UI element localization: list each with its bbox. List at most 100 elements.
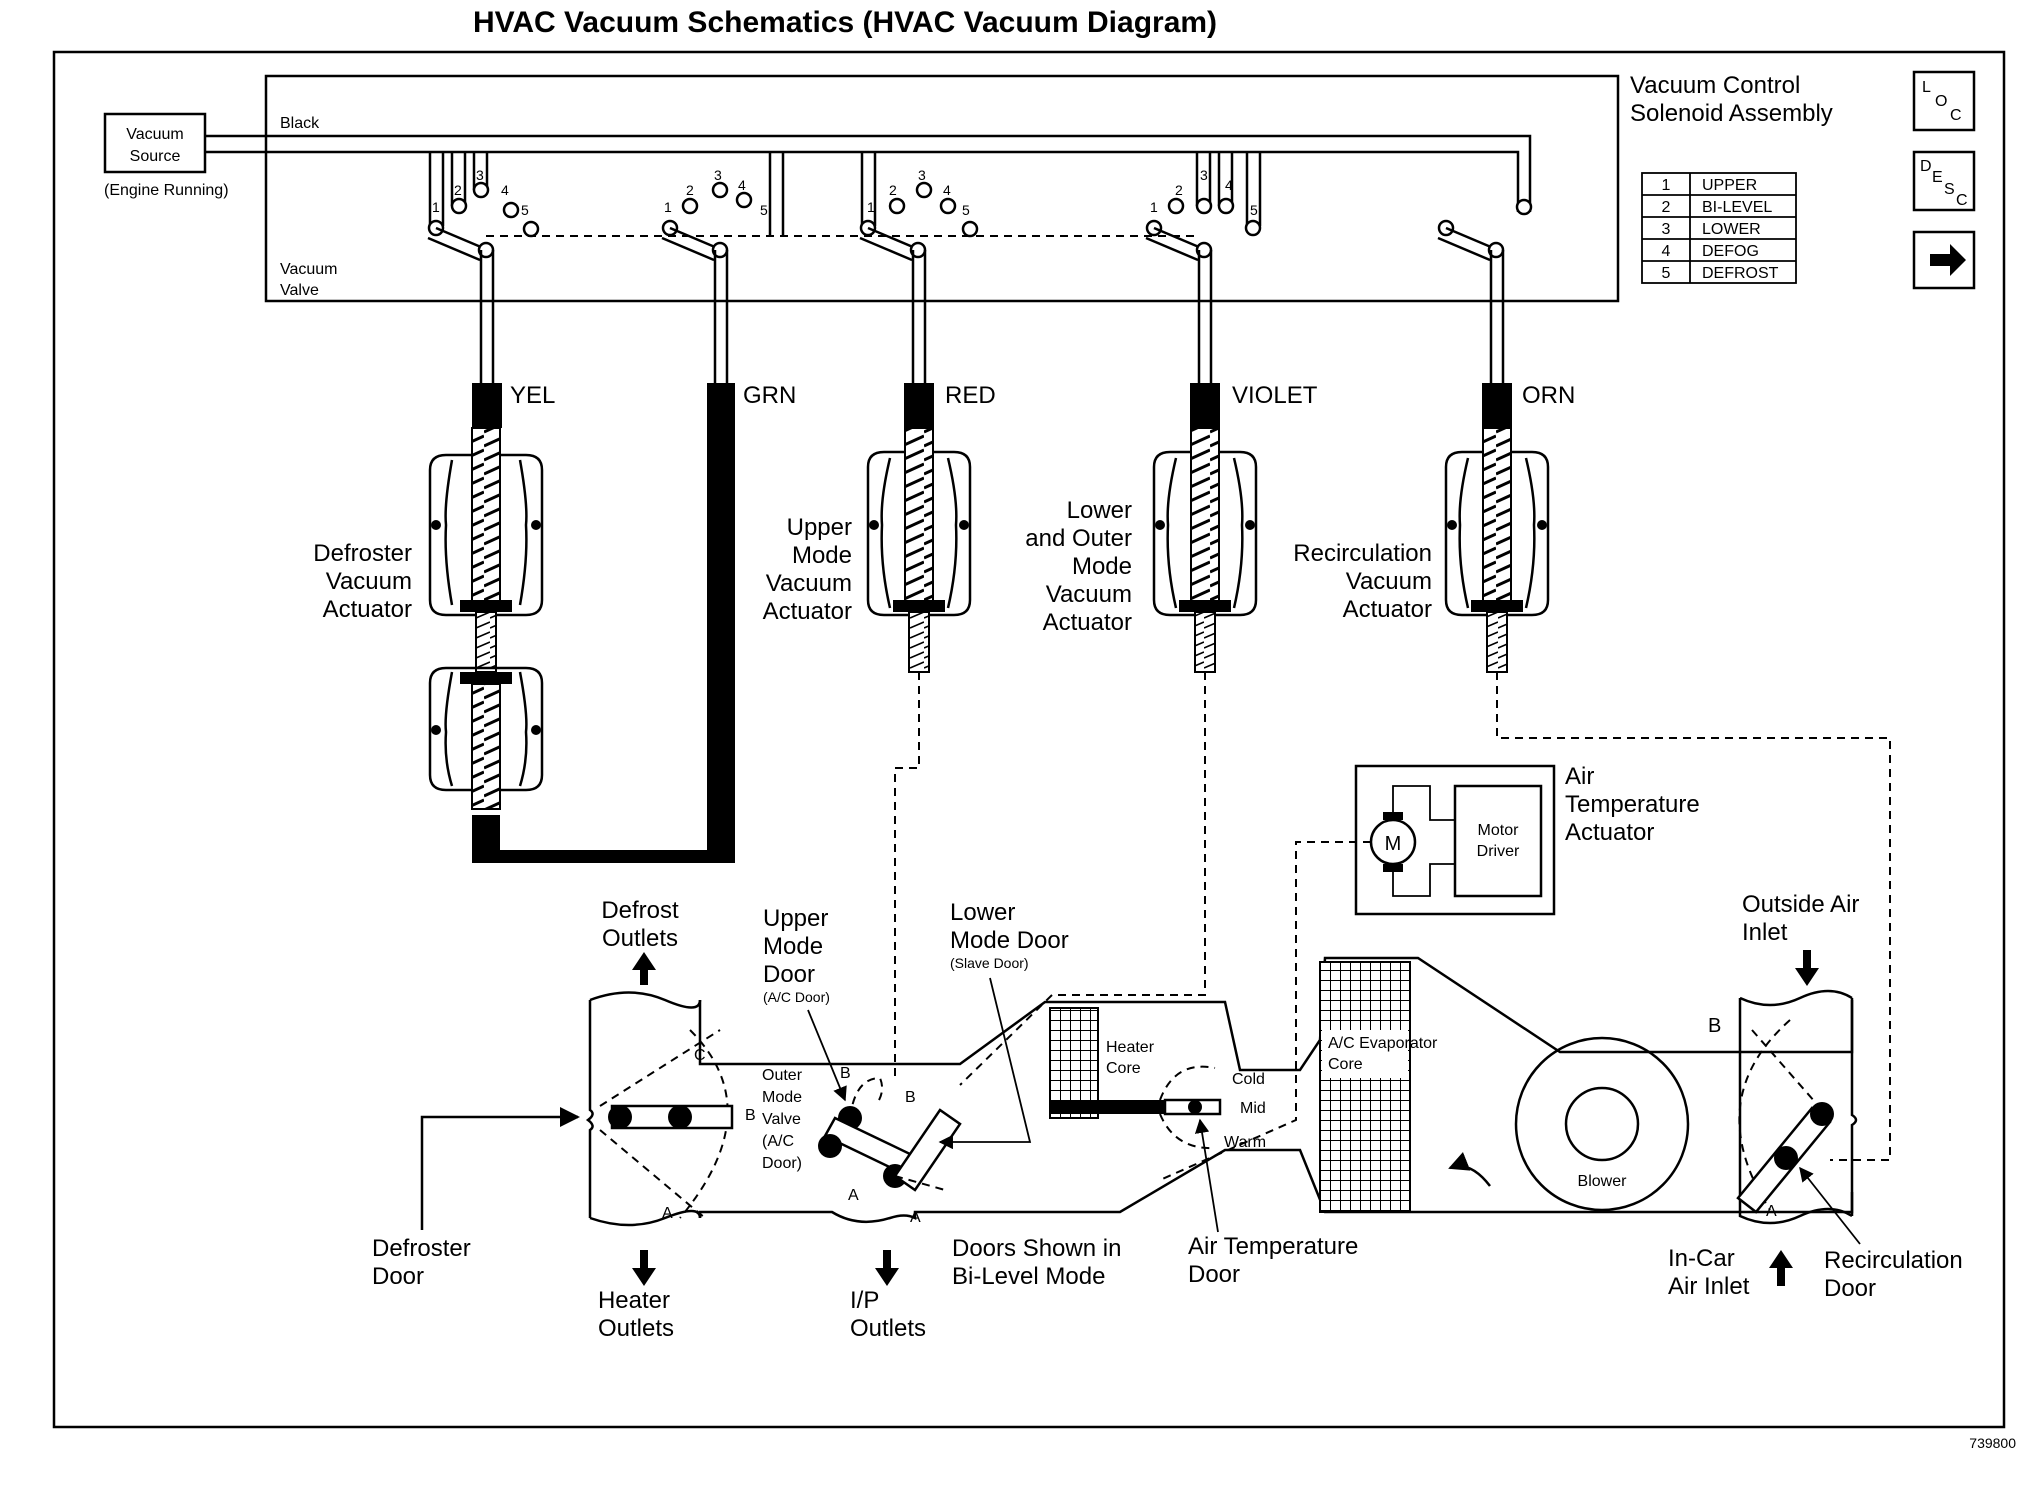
heater-core-label: Heater: [1106, 1039, 1155, 1056]
svg-text:2: 2: [889, 182, 897, 198]
lower-actuator-label: Lower: [1067, 497, 1132, 524]
svg-text:5: 5: [962, 202, 970, 218]
recirculation-door: [1736, 1019, 1834, 1214]
svg-text:4: 4: [1225, 177, 1233, 193]
lower-mode-door-pointer: [938, 977, 1032, 1150]
mode-num-1: 1: [1662, 177, 1671, 194]
red-band: [904, 383, 934, 428]
red-label: RED: [945, 382, 996, 409]
letter-a-recirc: A: [1766, 1203, 1777, 1220]
outside-air-inlet-label: Outside Air: [1742, 891, 1859, 918]
valve-group-yel: [427, 152, 540, 262]
engine-running-note: (Engine Running): [104, 182, 229, 199]
defroster-door-pointer: [420, 1107, 580, 1230]
evaporator-label-2: Core: [1328, 1056, 1363, 1073]
figure-id: 739800: [1969, 1435, 2016, 1451]
supply-end-port: [1515, 198, 1533, 216]
air-temp-actuator-label: Air: [1565, 763, 1594, 790]
defrost-outlet-arrow: [632, 952, 656, 985]
defrost-outlets-label: Defrost: [601, 897, 679, 924]
in-car-air-inlet-label: In-Car: [1668, 1245, 1735, 1272]
orn-hose: [1489, 250, 1505, 385]
lower-actuator-label-2: and Outer: [1025, 525, 1132, 552]
upper-actuator-label-3: Vacuum: [766, 570, 852, 597]
recirculation-vacuum-actuator: [1444, 427, 1550, 673]
air-temp-door-label: Air Temperature: [1188, 1233, 1358, 1260]
motor-driver-label-2: Driver: [1477, 843, 1520, 860]
svg-text:3: 3: [476, 167, 484, 183]
outside-air-inlet-label-2: Inlet: [1742, 919, 1788, 946]
air-temp-actuator-label-2: Temperature: [1565, 791, 1700, 818]
recirc-door-linkage: [1496, 672, 1891, 1161]
upper-mode-door-label-2: Mode: [763, 933, 823, 960]
mode-name-3: LOWER: [1702, 221, 1761, 238]
doors-shown-label: Doors Shown in: [952, 1235, 1121, 1262]
svg-text:4: 4: [943, 182, 951, 198]
defroster-door-label-2: Door: [372, 1263, 424, 1290]
upper-actuator-label: Upper: [787, 514, 852, 541]
heater-core-label-2: Core: [1106, 1060, 1141, 1077]
svg-text:1: 1: [432, 199, 440, 215]
outer-mode-valve-label-5: Door): [762, 1155, 802, 1172]
orn-band: [1482, 383, 1512, 428]
page-title: HVAC Vacuum Schematics (HVAC Vacuum Diag…: [473, 6, 1217, 39]
outer-mode-valve-label: Outer: [762, 1067, 803, 1084]
svg-text:5: 5: [1250, 202, 1258, 218]
arrow-right-icon[interactable]: [1912, 230, 1976, 290]
vacuum-source-label: Vacuum: [126, 126, 184, 143]
ip-outlets-label: I/P: [850, 1287, 879, 1314]
svg-text:5: 5: [521, 202, 529, 218]
defroster-door-label: Defroster: [372, 1235, 471, 1262]
upper-mode-door-label-3: Door: [763, 961, 815, 988]
svg-text:C: C: [1956, 192, 1968, 209]
svg-text:4: 4: [738, 177, 746, 193]
svg-text:1: 1: [664, 199, 672, 215]
temp-cold-label: Cold: [1232, 1071, 1265, 1088]
yel-hose: [479, 250, 495, 385]
lower-door-linkage: [959, 672, 1206, 1086]
blower: [1448, 1036, 1690, 1212]
lower-mode-door-label: Lower: [950, 899, 1015, 926]
svg-text:O: O: [1935, 93, 1947, 110]
mode-table: 1 UPPER 2 BI-LEVEL 3 LOWER 4 DEFOG 5 DEF…: [1641, 172, 1797, 284]
lower-outer-mode-vacuum-actuator: [1152, 427, 1258, 673]
upper-actuator-label-4: Actuator: [763, 598, 852, 625]
letter-b-defrost: B: [745, 1107, 756, 1124]
ip-outlet-arrow: [875, 1250, 899, 1286]
yel-label: YEL: [510, 382, 555, 409]
svg-text:1: 1: [867, 199, 875, 215]
desc-icon[interactable]: D E S C: [1912, 150, 1976, 212]
vacuum-source-label-2: Source: [130, 148, 181, 165]
svg-text:D: D: [1920, 158, 1932, 175]
letter-c-defrost: C: [694, 1047, 706, 1064]
upper-mode-door-note: (A/C Door): [763, 989, 830, 1005]
svg-text:4: 4: [501, 182, 509, 198]
mode-name-5: DEFROST: [1702, 265, 1779, 282]
ac-evaporator-core: [1319, 961, 1411, 1213]
air-temp-door-pointer: [1194, 1118, 1219, 1233]
svg-text:2: 2: [1175, 182, 1183, 198]
mode-name-1: UPPER: [1702, 177, 1757, 194]
lower-mode-door-note: (Slave Door): [950, 955, 1029, 971]
in-car-air-inlet-label-2: Air Inlet: [1668, 1273, 1750, 1300]
outer-mode-valve-label-3: Valve: [762, 1111, 801, 1128]
mode-num-4: 4: [1662, 243, 1671, 260]
mode-name-4: DEFOG: [1702, 243, 1759, 260]
black-supply-line: [205, 134, 1532, 212]
defroster-actuator-label-3: Actuator: [323, 596, 412, 623]
temp-warm-label: Warm: [1224, 1134, 1266, 1151]
loc-icon[interactable]: L O C: [1912, 70, 1976, 132]
lower-mode-door-label-2: Mode Door: [950, 927, 1069, 954]
air-temp-door-label-2: Door: [1188, 1261, 1240, 1288]
heater-outlets-label-2: Outlets: [598, 1315, 674, 1342]
air-temperature-door: [1159, 1065, 1222, 1150]
svg-text:L: L: [1922, 79, 1931, 96]
orn-label: ORN: [1522, 382, 1575, 409]
lower-actuator-label-5: Actuator: [1043, 609, 1132, 636]
recirc-door-label: Recirculation: [1824, 1247, 1963, 1274]
svg-text:3: 3: [1200, 167, 1208, 183]
vacuum-valve-label: Vacuum: [280, 261, 338, 278]
upper-door-linkage: [894, 672, 920, 1080]
violet-hose: [1197, 250, 1213, 385]
valve-group-violet: [1145, 152, 1262, 262]
